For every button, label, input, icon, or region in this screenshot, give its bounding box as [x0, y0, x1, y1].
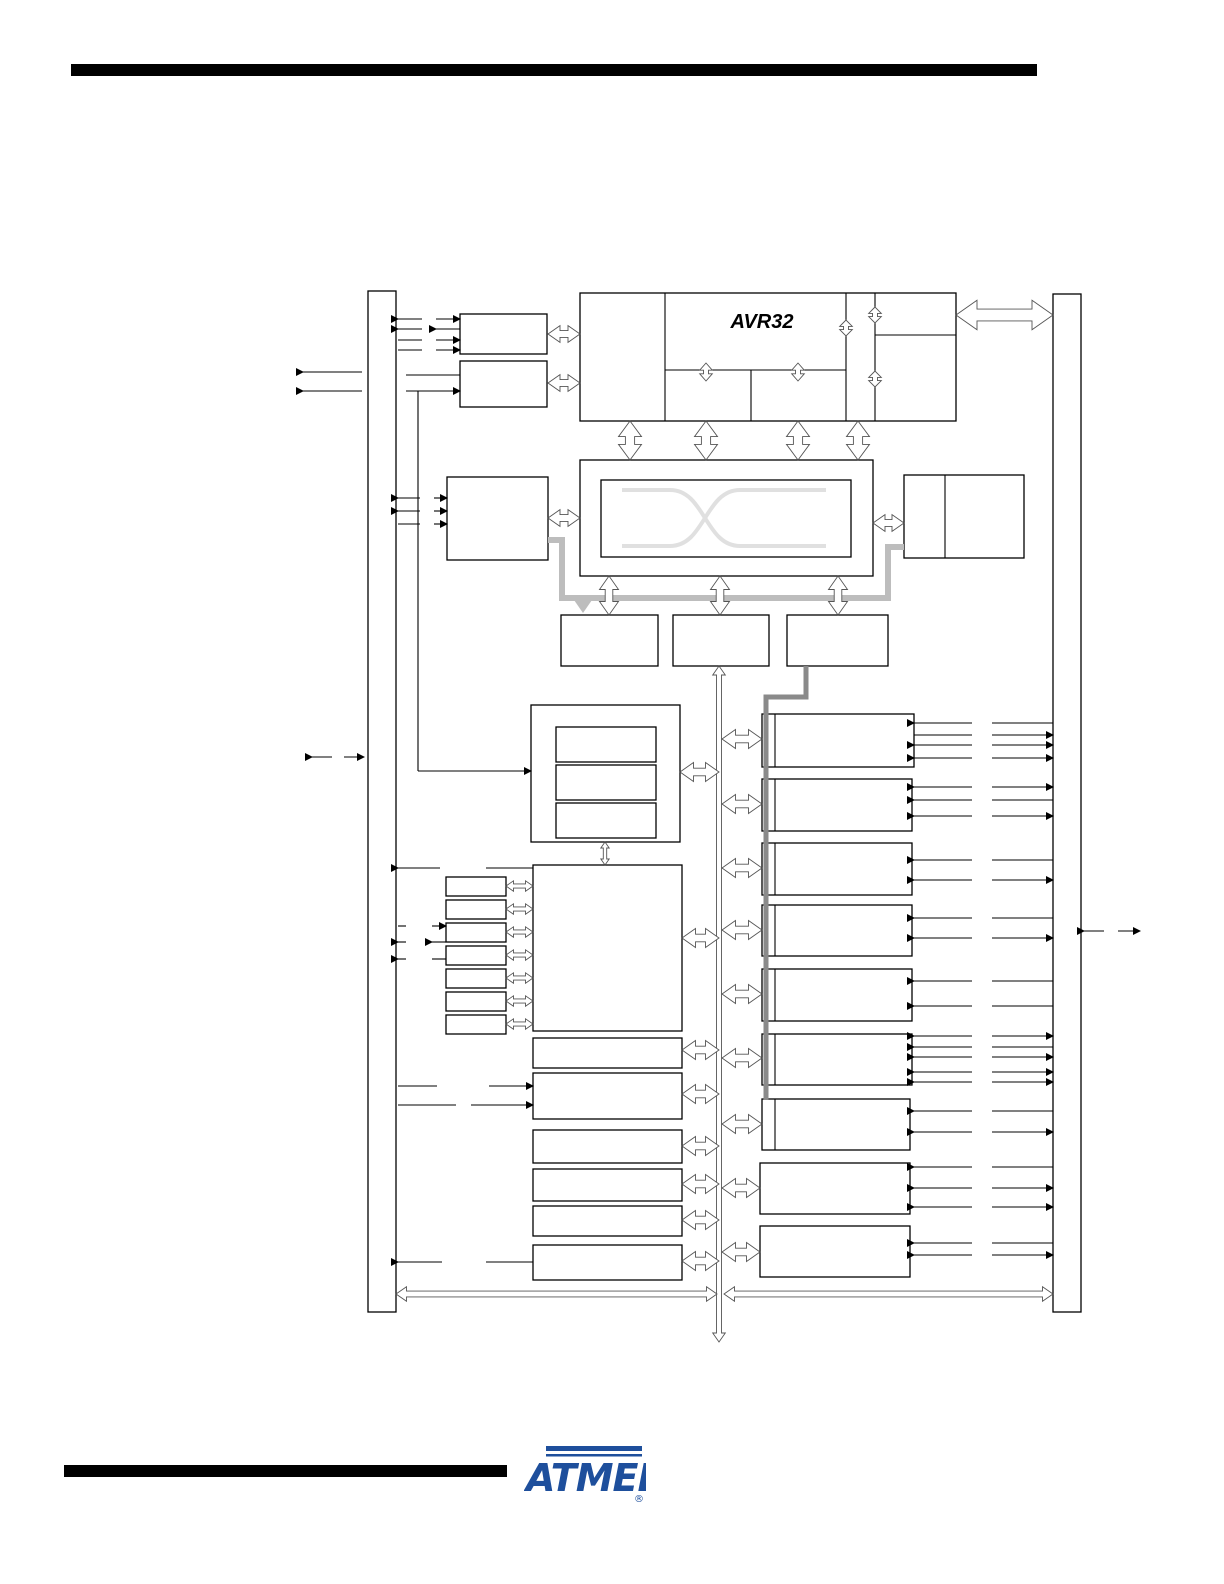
hollow-arrow-33: [721, 1047, 763, 1069]
left-peripheral-3: [532, 1129, 683, 1164]
system-sub-block-1: [555, 726, 657, 763]
hollow-arrow-9: [872, 513, 905, 533]
hollow-arrow-43: [505, 971, 534, 985]
hollow-arrow-19: [679, 761, 720, 783]
hollow-arrow-42: [505, 948, 534, 962]
logo-text: ATMEL: [524, 1456, 646, 1500]
hollow-arrow-45: [505, 1017, 534, 1031]
right-peripheral-3: [761, 842, 913, 896]
hollow-arrow-6: [785, 420, 811, 461]
hollow-arrow-40: [505, 902, 534, 916]
hollow-arrow-44: [505, 994, 534, 1008]
left-io-bar: [367, 290, 397, 1313]
left-peripheral-4: [532, 1168, 683, 1202]
right-peripheral-8: [759, 1162, 911, 1215]
hollow-arrow-4: [617, 420, 643, 461]
hollow-arrow-34: [721, 1113, 763, 1135]
hollow-arrow-5: [693, 420, 719, 461]
tall-peripheral-block: [532, 864, 683, 1032]
upper-left-block-1: [459, 313, 548, 355]
bridge-block-a: [560, 614, 659, 667]
right-peripheral-7: [761, 1098, 911, 1151]
hollow-arrow-37: [395, 1285, 718, 1303]
hollow-arrow-25: [681, 1173, 720, 1195]
hollow-arrow-8: [547, 508, 581, 528]
atmel-logo: ATMEL ®: [523, 1444, 662, 1505]
hollow-arrow-32: [721, 983, 763, 1005]
hollow-arrow-1: [547, 324, 581, 344]
small-channel-box-6: [445, 991, 507, 1012]
dark-peripheral-bus: [763, 666, 809, 1100]
right-peripheral-9: [759, 1225, 911, 1278]
hollow-arrow-13: [698, 362, 714, 382]
right-io-bar: [1052, 293, 1082, 1313]
left-master-block: [446, 476, 549, 561]
logo-registered-mark: ®: [634, 1494, 644, 1504]
hollow-arrow-23: [681, 1083, 720, 1105]
left-peripheral-6: [532, 1244, 683, 1281]
small-channel-box-7: [445, 1014, 507, 1035]
matrix-path-2: [622, 488, 826, 548]
small-channel-box-5: [445, 968, 507, 989]
peripheral-bus: [548, 537, 904, 601]
cpu-core-block: [579, 292, 957, 422]
hollow-arrow-16: [867, 306, 883, 324]
right-slave-block: [903, 474, 1025, 559]
system-sub-block-2: [555, 764, 657, 801]
small-channel-box-2: [445, 899, 507, 920]
right-peripheral-6: [761, 1033, 913, 1086]
bridge-block-b: [672, 614, 770, 667]
hollow-arrow-15: [838, 319, 854, 337]
footer-rule: [64, 1465, 507, 1477]
small-channel-box-3: [445, 922, 507, 943]
hollow-arrow-29: [721, 793, 763, 815]
bridge-block-c: [786, 614, 889, 667]
left-peripheral-2: [532, 1072, 683, 1120]
hollow-arrow-11: [709, 575, 731, 616]
small-channel-box-1: [445, 876, 507, 897]
hollow-arrow-21: [681, 927, 720, 949]
hollow-arrow-17: [867, 370, 883, 388]
hollow-arrow-41: [505, 925, 534, 939]
right-peripheral-5: [761, 968, 913, 1022]
left-peripheral-5: [532, 1205, 683, 1237]
left-peripheral-1: [532, 1037, 683, 1069]
hollow-arrow-18: [711, 665, 727, 1343]
header-rule: [71, 64, 1037, 76]
right-peripheral-1: [761, 713, 915, 768]
hollow-arrow-39: [505, 879, 534, 893]
peripheral-bus-arrowhead: [574, 600, 592, 613]
hollow-arrow-27: [681, 1250, 720, 1272]
hollow-arrow-7: [845, 420, 871, 461]
hollow-arrow-31: [721, 919, 763, 941]
small-channel-box-4: [445, 945, 507, 966]
hollow-arrow-12: [827, 575, 849, 616]
hollow-arrow-26: [681, 1209, 720, 1231]
hollow-arrow-28: [721, 728, 763, 750]
right-peripheral-2: [761, 778, 913, 832]
hollow-arrow-35: [721, 1177, 761, 1199]
hollow-arrow-38: [723, 1285, 1054, 1303]
system-sub-block-3: [555, 802, 657, 839]
hollow-arrow-24: [681, 1135, 720, 1157]
hollow-arrow-10: [598, 575, 620, 616]
hollow-arrow-3: [955, 299, 1054, 331]
hollow-arrow-14: [790, 362, 806, 382]
hollow-arrow-2: [547, 373, 581, 393]
hollow-arrow-22: [681, 1039, 720, 1061]
hollow-arrow-20: [599, 841, 611, 866]
upper-left-block-2: [459, 360, 548, 408]
hollow-arrow-30: [721, 857, 763, 879]
core-label: AVR32: [730, 311, 794, 333]
hollow-arrow-36: [721, 1241, 761, 1263]
right-peripheral-4: [761, 904, 913, 957]
